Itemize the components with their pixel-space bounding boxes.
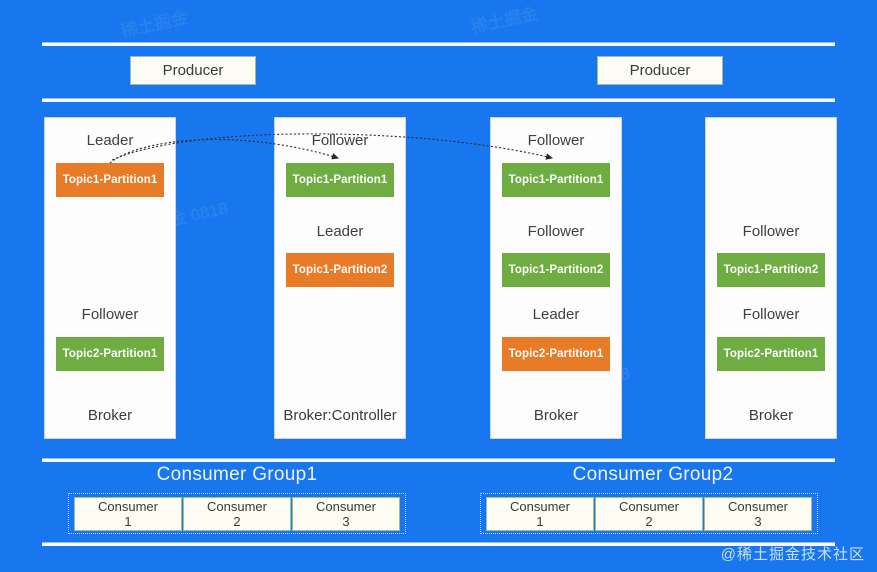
broker-name-label: Broker xyxy=(533,407,579,424)
consumer-name: Consumer xyxy=(728,498,788,514)
broker-box-1[interactable]: Leader Topic1-Partition1 Follower Topic2… xyxy=(44,117,176,439)
partition-label: Topic2-Partition1 xyxy=(508,348,604,360)
broker-slot-row-1: Follower xyxy=(491,131,621,151)
broker-name-label: Broker xyxy=(748,407,794,424)
partition-label: Topic1-Partition2 xyxy=(723,264,819,276)
consumer-name: Consumer xyxy=(316,498,376,514)
consumer-box[interactable]: Consumer 3 xyxy=(704,496,812,531)
producer-box-2[interactable]: Producer xyxy=(597,56,723,85)
slot-role-label: Follower xyxy=(81,306,139,323)
partition-label: Topic2-Partition1 xyxy=(723,348,819,360)
producer-label: Producer xyxy=(629,62,691,79)
broker-slot-row-1: Follower xyxy=(275,131,405,151)
broker-slot-row-2: Follower xyxy=(491,222,621,242)
consumer-index: 2 xyxy=(233,513,241,529)
broker-slot-row-1: Leader xyxy=(45,131,175,151)
consumer-box[interactable]: Consumer 2 xyxy=(183,496,291,531)
partition-label: Topic1-Partition2 xyxy=(292,264,388,276)
site-watermark: @稀土掘金技术社区 xyxy=(720,546,865,563)
partition-chip-follower[interactable]: Topic2-Partition1 xyxy=(56,337,164,371)
partition-chip-follower[interactable]: Topic2-Partition1 xyxy=(717,337,825,371)
partition-label: Topic2-Partition1 xyxy=(62,348,158,360)
consumer-group-1-title: Consumer Group1 xyxy=(156,464,318,485)
broker-box-2[interactable]: Follower Topic1-Partition1 Leader Topic1… xyxy=(274,117,406,439)
consumer-box[interactable]: Consumer 2 xyxy=(595,496,703,531)
consumer-group-1-container: Consumer 1 Consumer 2 Consumer 3 xyxy=(68,493,406,534)
partition-label: Topic1-Partition1 xyxy=(292,174,388,186)
broker-name-label: Broker:Controller xyxy=(283,407,397,424)
partition-chip-follower[interactable]: Topic1-Partition2 xyxy=(502,253,610,287)
broker-box-3[interactable]: Follower Topic1-Partition1 Follower Topi… xyxy=(490,117,622,439)
consumer-index: 3 xyxy=(342,513,350,529)
slot-role-label: Follower xyxy=(311,132,369,149)
partition-label: Topic1-Partition1 xyxy=(508,174,604,186)
slot-role-label: Leader xyxy=(316,223,364,240)
partition-chip-follower[interactable]: Topic1-Partition1 xyxy=(502,163,610,197)
slot-role-label: Follower xyxy=(742,306,800,323)
partition-chip-leader[interactable]: Topic2-Partition1 xyxy=(502,337,610,371)
broker-slot-row-3: Leader xyxy=(491,305,621,325)
producer-box-1[interactable]: Producer xyxy=(130,56,256,85)
broker-slot-row-3: Follower xyxy=(706,305,836,325)
broker-box-4[interactable]: Follower Topic1-Partition2 Follower Topi… xyxy=(705,117,837,439)
consumer-index: 1 xyxy=(124,513,132,529)
slot-role-label: Follower xyxy=(527,223,585,240)
consumer-name: Consumer xyxy=(619,498,679,514)
slot-role-label: Follower xyxy=(742,223,800,240)
consumer-index: 2 xyxy=(645,513,653,529)
consumer-name: Consumer xyxy=(207,498,267,514)
consumer-group-2-title: Consumer Group2 xyxy=(572,464,734,485)
broker-slot-row-2: Leader xyxy=(275,222,405,242)
slot-role-label: Leader xyxy=(532,306,580,323)
partition-label: Topic1-Partition1 xyxy=(62,174,158,186)
consumer-box[interactable]: Consumer 3 xyxy=(292,496,400,531)
ghost-watermark: 稀土掘金 xyxy=(469,4,540,37)
consumer-box[interactable]: Consumer 1 xyxy=(74,496,182,531)
rule-bottom xyxy=(42,542,835,546)
ghost-watermark: 稀土掘金 xyxy=(119,8,190,41)
slot-role-label: Leader xyxy=(86,132,134,149)
rule-below-producers xyxy=(42,98,835,102)
partition-chip-leader[interactable]: Topic1-Partition2 xyxy=(286,253,394,287)
partition-chip-follower[interactable]: Topic1-Partition2 xyxy=(717,253,825,287)
consumer-index: 1 xyxy=(536,513,544,529)
partition-chip-leader[interactable]: Topic1-Partition1 xyxy=(56,163,164,197)
producer-label: Producer xyxy=(162,62,224,79)
broker-slot-row-3: Follower xyxy=(45,305,175,325)
consumer-name: Consumer xyxy=(98,498,158,514)
partition-label: Topic1-Partition2 xyxy=(508,264,604,276)
partition-chip-follower[interactable]: Topic1-Partition1 xyxy=(286,163,394,197)
rule-above-consumer-groups xyxy=(42,458,835,462)
broker-name-label: Broker xyxy=(87,407,133,424)
rule-top xyxy=(42,42,835,46)
consumer-group-2-container: Consumer 1 Consumer 2 Consumer 3 xyxy=(480,493,818,534)
broker-slot-row-2: Follower xyxy=(706,222,836,242)
consumer-box[interactable]: Consumer 1 xyxy=(486,496,594,531)
slot-role-label: Follower xyxy=(527,132,585,149)
consumer-name: Consumer xyxy=(510,498,570,514)
consumer-index: 3 xyxy=(754,513,762,529)
